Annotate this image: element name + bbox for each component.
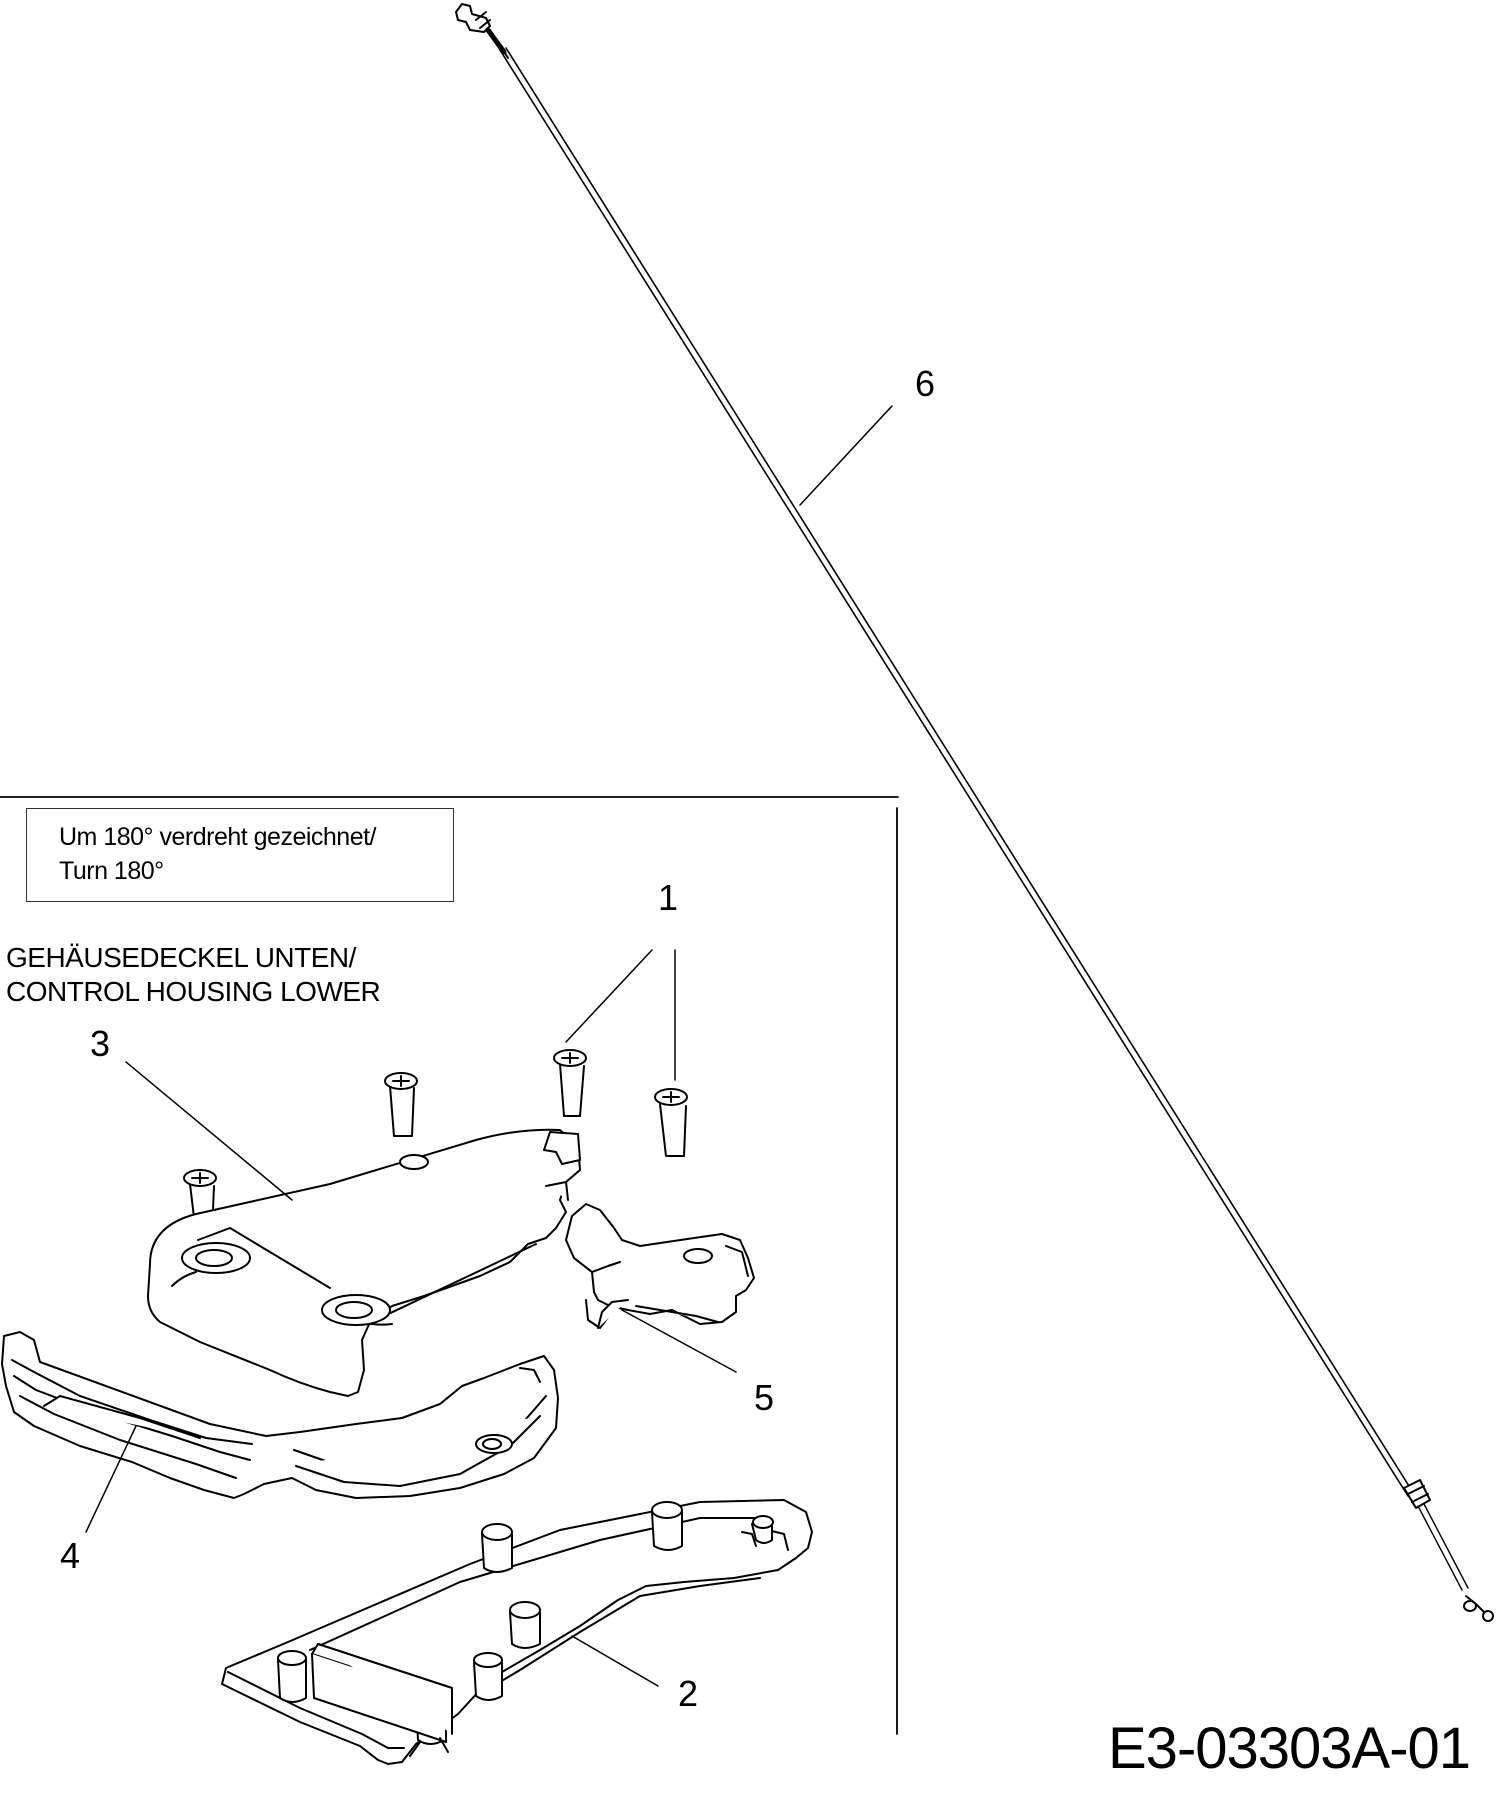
leader-line-5 [622, 1310, 736, 1372]
rotation-note-box: Um 180° verdreht gezeichnet/ Turn 180° [26, 808, 454, 902]
callout-2: 2 [678, 1673, 699, 1714]
cable-sheath-right [506, 48, 1414, 1494]
lever-rail [2, 1332, 558, 1498]
assembly-heading-line-1: GEHÄUSEDECKEL UNTEN/ [6, 942, 356, 973]
base-wall [312, 1644, 452, 1742]
cable-sheath-left [500, 50, 1408, 1496]
bracket [566, 1204, 754, 1328]
leader-line-1a [566, 950, 652, 1042]
callout-6: 6 [915, 363, 936, 404]
leader-line-6 [800, 406, 892, 505]
leader-line-2 [572, 1636, 658, 1686]
screws [184, 1050, 687, 1290]
drawing-code: E3-03303A-01 [1108, 1716, 1471, 1781]
cable-top-fitting [456, 4, 508, 58]
control-housing-cover [148, 1130, 580, 1396]
leader-line-4 [86, 1426, 136, 1532]
callout-3: 3 [90, 1023, 111, 1064]
screw-c [655, 1089, 687, 1156]
callout-1: 1 [658, 877, 679, 918]
leader-line-3 [126, 1062, 292, 1200]
cable-bottom-fitting [1404, 1480, 1493, 1621]
rotation-note-line-2: Turn 180° [59, 857, 164, 885]
control-housing-base [222, 1500, 812, 1764]
assembly-heading-line-2: CONTROL HOUSING LOWER [6, 976, 381, 1007]
control-cable [456, 4, 1493, 1621]
callout-5: 5 [754, 1377, 775, 1418]
callout-4: 4 [60, 1535, 81, 1576]
screw-a [385, 1073, 417, 1136]
screw-b [554, 1050, 586, 1116]
rotation-note-line-1: Um 180° verdreht gezeichnet/ [59, 823, 377, 851]
